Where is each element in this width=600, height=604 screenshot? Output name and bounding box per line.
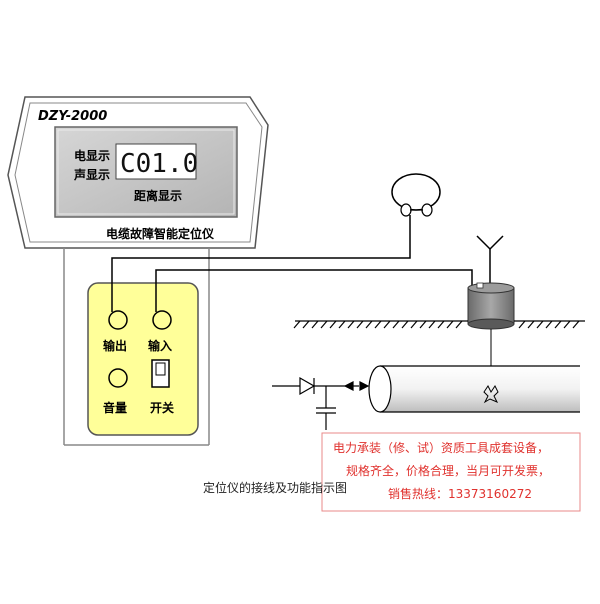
ground-hatch-mark — [518, 320, 526, 329]
ground-hatch-mark — [374, 320, 382, 329]
ad-overlay — [321, 432, 581, 512]
volume-label: 音量 — [103, 400, 127, 415]
ground-hatch-mark — [572, 320, 580, 329]
ground-hatch-mark — [338, 320, 346, 329]
ground-hatch-mark — [320, 320, 328, 329]
antenna-icon — [476, 235, 504, 288]
output-label: 输出 — [103, 338, 127, 353]
surge-generator-circuit — [272, 376, 370, 430]
ad-line-2: 规格齐全，价格合理，当月可开发票， — [346, 463, 550, 478]
power-switch[interactable] — [151, 359, 170, 388]
headphones-icon — [391, 173, 441, 217]
ground-hatch-mark — [392, 320, 400, 329]
power-display-label: 电显示 — [74, 148, 110, 163]
ground-hatch-mark — [365, 320, 373, 329]
distance-display-label: 距离显示 — [134, 188, 182, 203]
device-neck — [63, 248, 210, 446]
ground-hatch-mark — [437, 320, 445, 329]
ground-hatch-mark — [329, 320, 337, 329]
sensor-probe — [467, 282, 515, 330]
device-model-label: DZY-2000 — [38, 109, 107, 124]
ad-line-1: 电力承装（修、试）资质工具成套设备， — [333, 440, 549, 455]
underground-cable — [368, 365, 580, 413]
ground-hatch-mark — [527, 320, 535, 329]
ad-line-3: 销售热线：13373160272 — [388, 486, 532, 501]
ground-surface — [293, 320, 585, 329]
ground-hatch-mark — [446, 320, 454, 329]
ground-hatch-mark — [311, 320, 319, 329]
lcd-readout: C01.0 — [120, 149, 198, 179]
sound-display-label: 声显示 — [73, 167, 110, 182]
ground-hatch-mark — [428, 320, 436, 329]
ground-hatch-mark — [563, 320, 571, 329]
switch-label: 开关 — [150, 400, 174, 415]
input-jack[interactable] — [152, 310, 172, 330]
ground-hatch-mark — [383, 320, 391, 329]
connection-cables — [111, 215, 473, 312]
ground-hatch-mark — [554, 320, 562, 329]
ground-hatch-mark — [302, 320, 310, 329]
fault-point-icon — [483, 385, 499, 404]
ground-hatch-mark — [455, 320, 463, 329]
ground-hatch-mark — [419, 320, 427, 329]
ground-hatch-mark — [356, 320, 364, 329]
input-label: 输入 — [148, 338, 172, 353]
diagram-caption: 定位仪的接线及功能指示图 — [203, 480, 347, 495]
output-jack[interactable] — [108, 310, 128, 330]
ground-hatch-mark — [293, 320, 301, 329]
ground-hatch-mark — [347, 320, 355, 329]
device-name: 电缆故障智能定位仪 — [106, 226, 215, 241]
ground-hatch-mark — [401, 320, 409, 329]
ground-hatch-mark — [536, 320, 544, 329]
ground-hatch-mark — [410, 320, 418, 329]
lcd-readout-box — [115, 143, 197, 180]
ground-hatch-mark — [545, 320, 553, 329]
volume-knob[interactable] — [108, 368, 128, 388]
